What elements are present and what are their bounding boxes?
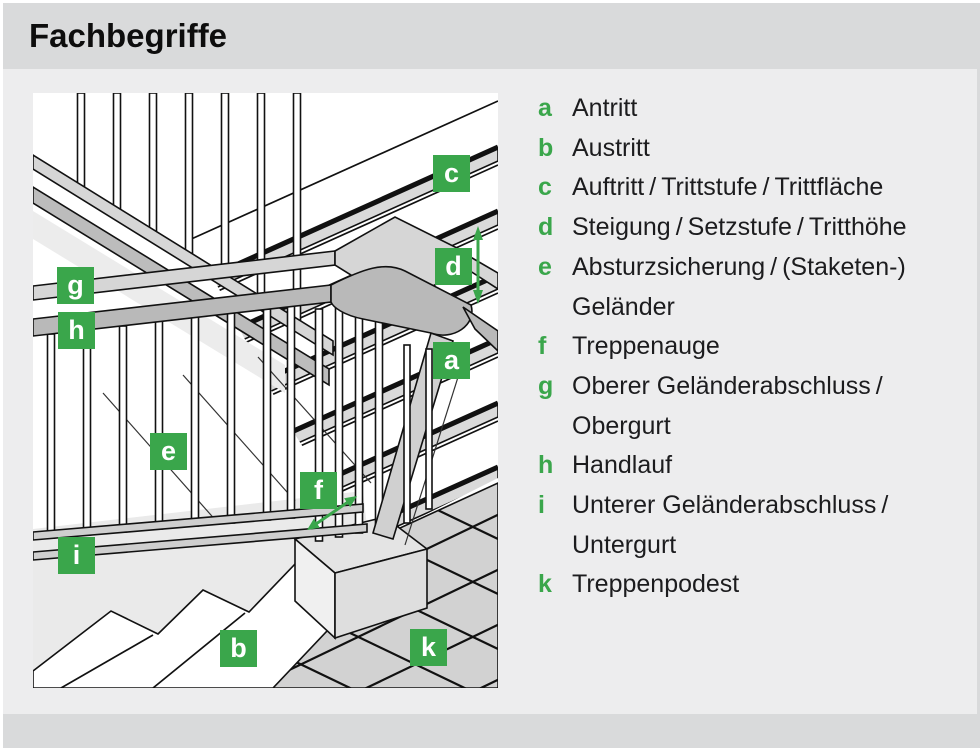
page-title: Fachbegriffe — [29, 17, 228, 54]
legend-key-c: c — [538, 173, 552, 202]
untergurt-rails — [33, 503, 368, 561]
legend-key-b: b — [538, 133, 554, 162]
title-bar: Fachbegriffe — [3, 3, 980, 69]
figure-label-e: e — [150, 433, 187, 470]
legend-row-e: e Absturzsicherung / (Staketen-)Geländer — [538, 248, 968, 327]
descending-rail — [372, 331, 466, 546]
legend-row-h: h Handlauf — [538, 446, 968, 486]
legend-row-k: k Treppenpodest — [538, 565, 968, 605]
legend-key-a: a — [538, 94, 552, 122]
legend: a Antritt b Austritt c Auftritt / Trittstufe … — [538, 89, 968, 605]
figure-label-h: h — [58, 312, 95, 349]
figure-label-c: c — [433, 155, 470, 192]
legend-row-f: f Treppenauge — [538, 327, 968, 367]
legend-text-f: Treppenauge — [572, 332, 720, 361]
legend-text-b: Austritt — [572, 133, 650, 162]
legend-key-f: f — [538, 332, 547, 361]
figure-label-d: d — [435, 248, 472, 285]
figure-label-g: g — [57, 267, 94, 304]
figure-label-f: f — [300, 472, 337, 509]
figure-label-b: b — [220, 630, 257, 667]
legend-text-a: Antritt — [572, 94, 638, 122]
lower-flight-area — [33, 491, 369, 688]
figure-label-a: a — [433, 342, 470, 379]
legend-key-g: g — [538, 371, 554, 400]
riser-height-arrow — [473, 226, 483, 304]
legend-text-k: Treppenpodest — [572, 570, 740, 599]
legend-row-a: a Antritt — [538, 89, 968, 129]
figure-label-i: i — [58, 537, 95, 574]
legend-text-c: Auftritt / Trittstufe / Trittfläche — [572, 173, 884, 202]
legend-row-b: b Austritt — [538, 129, 968, 169]
legend-key-d: d — [538, 213, 554, 242]
legend-text-h: Handlauf — [572, 451, 673, 480]
legend-key-e: e — [538, 252, 552, 281]
legend-key-i: i — [538, 491, 545, 520]
legend-text-i: Unterer Geländerabschluss /Untergurt — [572, 491, 889, 559]
legend-text-d: Steigung / Setzstufe / Tritthöhe — [572, 213, 907, 242]
legend-text-e: Absturzsicherung / (Staketen-)Geländer — [572, 252, 906, 321]
legend-text-g: Oberer Geländerabschluss /Obergurt — [572, 371, 883, 440]
staircase-illustration — [33, 93, 498, 688]
legend-row-d: d Steigung / Setzstufe / Tritthöhe — [538, 208, 968, 248]
legend-row-g: g Oberer Geländerabschluss /Obergurt — [538, 367, 968, 446]
legend-row-c: c Auftritt / Trittstufe / Trittfläche — [538, 168, 968, 208]
figure-label-k: k — [410, 629, 447, 666]
legend-row-i: i Unterer Geländerabschluss /Untergurt — [538, 486, 968, 565]
legend-key-k: k — [538, 570, 552, 599]
legend-key-h: h — [538, 451, 554, 480]
stair-eye-arrow — [307, 496, 357, 530]
stringer-shading — [33, 211, 285, 393]
railing-balusters — [46, 305, 296, 539]
